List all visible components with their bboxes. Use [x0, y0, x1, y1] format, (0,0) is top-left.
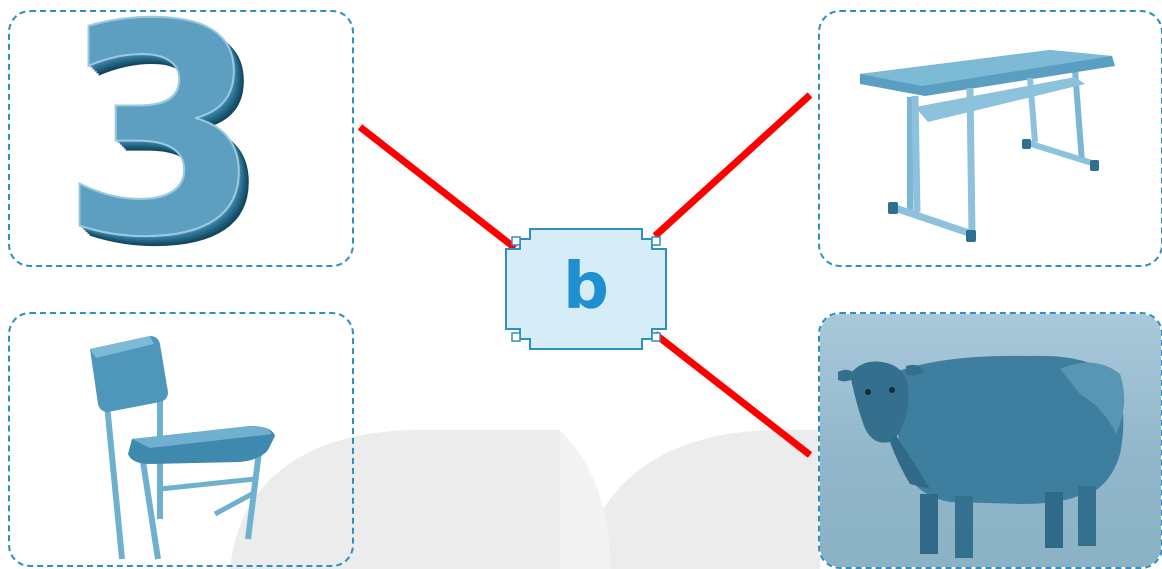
card-desk[interactable] [818, 10, 1162, 267]
cow-image [820, 314, 1161, 567]
card-number-three[interactable]: 3 [8, 10, 354, 267]
chair-image [90, 336, 275, 560]
center-letter-tile[interactable]: b [500, 225, 672, 353]
desk-image [860, 50, 1115, 242]
link-cow-to-center [652, 331, 813, 458]
link-desk-to-center [652, 92, 813, 239]
number-three-image: 3 [59, 10, 263, 267]
tile-frame [505, 228, 667, 350]
link-three-to-center [357, 124, 518, 251]
center-letter: b [563, 250, 609, 324]
card-chair[interactable] [8, 312, 354, 567]
card-cow[interactable] [818, 312, 1162, 569]
